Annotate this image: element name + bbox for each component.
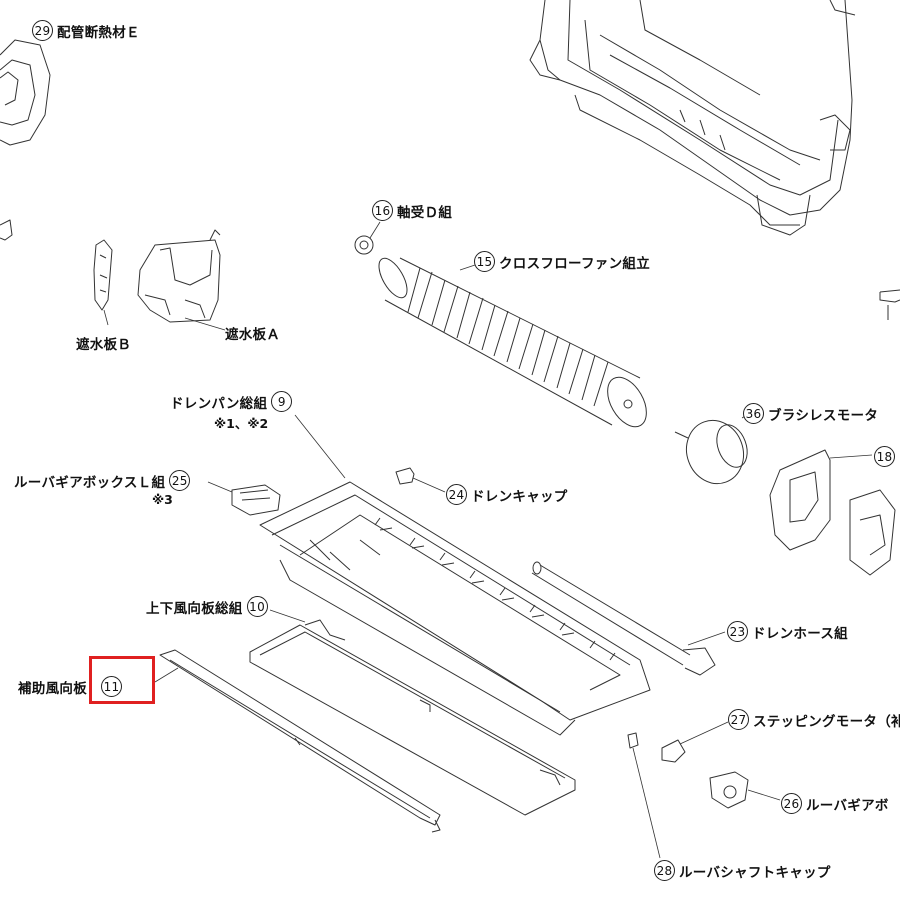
- stepping-motor-drawing: [661, 721, 729, 763]
- part-number-23: 23: [727, 621, 748, 642]
- right-bracket-drawing: [879, 289, 900, 320]
- part-number-29: 29: [32, 20, 53, 41]
- drain-hose-drawing: [531, 561, 726, 676]
- part-name-26: ルーバギアボ: [806, 797, 889, 814]
- part-name-25: ルーバギアボックスＬ組: [14, 474, 166, 491]
- part-name-16: 軸受Ｄ組: [397, 204, 453, 221]
- part-number-27: 27: [728, 709, 749, 730]
- part-label-18: 18: [874, 446, 895, 467]
- part-label-23: 23 ドレンホース組: [727, 621, 848, 642]
- part-label-11: 補助風向板 11: [18, 676, 122, 697]
- auxiliary-louver-drawing: [154, 649, 441, 833]
- drain-cap-drawing: [395, 467, 446, 493]
- part-name-27: ステッピングモータ（补: [753, 713, 900, 730]
- highlight-box: [89, 656, 155, 704]
- part-number-15: 15: [474, 251, 495, 272]
- water-shield-a-drawing: [137, 229, 226, 331]
- part-name-10: 上下風向板総組: [146, 600, 243, 617]
- part-label-water-shield-b: 遮水板Ｂ: [76, 333, 131, 353]
- part-name-23: ドレンホース組: [752, 625, 848, 642]
- pipe-insulation-drawing: [0, 39, 51, 146]
- part-name-36: ブラシレスモータ: [768, 407, 879, 424]
- louver-gearbox-l-drawing: [207, 481, 281, 516]
- brushless-motor-drawing: [674, 413, 749, 485]
- part-name-28: ルーバシャフトキャップ: [679, 864, 831, 881]
- part-name-15: クロスフローファン組立: [499, 255, 650, 272]
- updown-louver-drawing: [249, 609, 576, 816]
- part-label-26: 26 ルーバギアボ: [781, 793, 889, 814]
- cabinet-chassis-drawing: [529, 0, 856, 236]
- part-name-24: ドレンキャップ: [471, 488, 568, 505]
- part-label-28: 28 ルーバシャフトキャップ: [654, 860, 831, 881]
- part-label-water-shield-a: 遮水板Ａ: [225, 323, 280, 343]
- part-label-15: 15 クロスフローファン組立: [474, 251, 650, 272]
- drain-pan-drawing: [259, 414, 651, 736]
- part-number-28: 28: [654, 860, 675, 881]
- water-shield-b-drawing: [93, 239, 113, 326]
- louver-gearbox-drawing: [709, 771, 781, 809]
- part-note-9: ※1、※2: [214, 416, 269, 431]
- part-label-16: 16 軸受Ｄ組: [372, 200, 452, 221]
- part-label-10: 10 上下風向板総組: [146, 596, 268, 617]
- part-number-9: 9: [271, 391, 293, 412]
- part-number-10: 10: [246, 596, 268, 617]
- part-number-24: 24: [446, 484, 467, 505]
- part-name-29: 配管断熱材Ｅ: [57, 24, 140, 41]
- part-number-25: 25: [169, 470, 191, 491]
- louver-shaft-cap-drawing: [627, 732, 661, 859]
- part-label-24: 24 ドレンキャップ: [446, 484, 568, 505]
- part-label-29: 29 配管断熱材Ｅ: [32, 20, 140, 41]
- cross-flow-fan-drawing: [378, 257, 647, 428]
- part-label-9: 9 ドレンパン総組: [170, 391, 293, 412]
- part-name-9: ドレンパン総組: [170, 395, 268, 412]
- bearing-d-drawing: [354, 221, 381, 255]
- part-label-36: 36 ブラシレスモータ: [743, 403, 878, 424]
- part-label-25: 25 ルーバギアボックスＬ組: [14, 470, 191, 491]
- part-label-27: 27 ステッピングモータ（补: [728, 709, 900, 730]
- motor-cover-drawing: [769, 449, 896, 576]
- part-number-26: 26: [781, 793, 802, 814]
- part-name-11: 補助風向板: [18, 680, 87, 697]
- part-number-11: 11: [101, 676, 122, 697]
- left-fragment-drawing: [0, 219, 13, 241]
- part-note-25: ※3: [152, 492, 173, 507]
- part-number-18: 18: [874, 446, 895, 467]
- part-number-36: 36: [743, 403, 764, 424]
- part-name-water-shield-b: 遮水板Ｂ: [76, 337, 132, 353]
- part-name-water-shield-a: 遮水板Ａ: [225, 327, 281, 343]
- part-number-16: 16: [372, 200, 393, 221]
